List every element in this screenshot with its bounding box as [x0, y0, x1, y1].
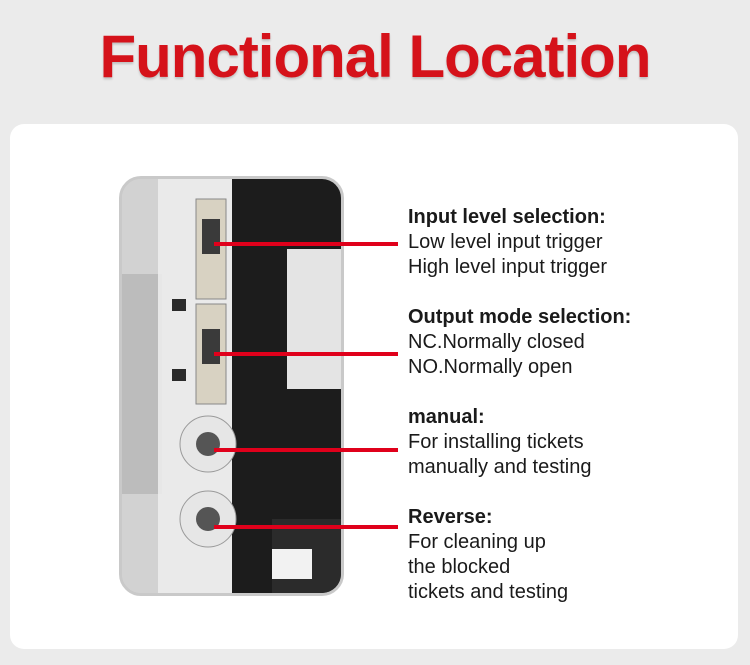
page-title: Functional Location	[99, 23, 652, 90]
input-level-heading: Input level selection:	[408, 206, 606, 228]
manual-label: manual: For installing tickets manually …	[408, 405, 591, 480]
leader-line-manual	[214, 448, 398, 452]
reverse-line: the blocked	[408, 556, 511, 578]
reverse-line: For cleaning up	[408, 531, 546, 553]
leader-line-input-level	[214, 242, 398, 246]
leader-line-reverse	[214, 525, 398, 529]
reverse-label: Reverse: For cleaning up the blocked tic…	[408, 505, 568, 605]
product-photo	[119, 176, 344, 596]
device-illustration	[122, 179, 341, 593]
output-mode-heading: Output mode selection:	[408, 306, 632, 328]
manual-line: manually and testing	[408, 456, 592, 478]
output-mode-line: NO.Normally open	[408, 356, 573, 378]
input-level-line: Low level input trigger	[408, 231, 603, 253]
input-level-line: High level input trigger	[408, 256, 607, 278]
reverse-heading: Reverse:	[408, 506, 493, 528]
reverse-line: tickets and testing	[408, 581, 569, 603]
output-mode-label: Output mode selection: NC.Normally close…	[408, 305, 631, 380]
output-mode-line: NC.Normally closed	[408, 331, 585, 353]
manual-heading: manual:	[408, 406, 485, 428]
input-level-label: Input level selection: Low level input t…	[408, 205, 607, 280]
manual-button-icon	[196, 432, 220, 456]
leader-line-output-mode	[214, 352, 398, 356]
manual-line: For installing tickets	[408, 431, 584, 453]
